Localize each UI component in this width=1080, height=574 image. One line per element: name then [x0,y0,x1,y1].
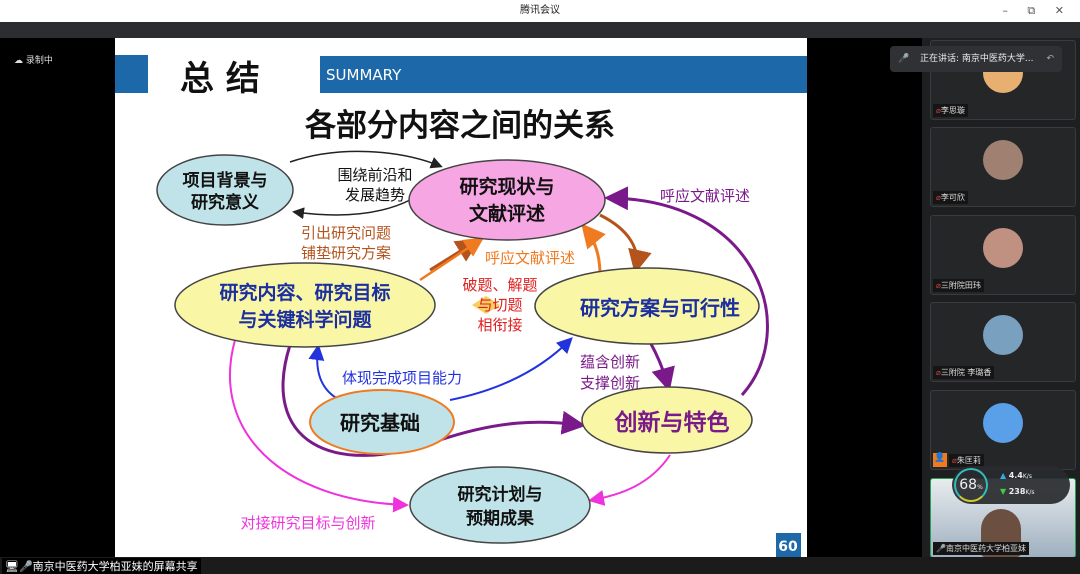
avatar [983,403,1023,443]
node-innovation: 创新与特色 [581,386,753,454]
arrow [581,223,606,276]
arrow [588,454,671,506]
participant-tile[interactable]: ⌀朱匡莉 👤 [930,390,1076,470]
label-ability: 体现完成项目能力 [342,369,462,387]
upload-unit: K/s [1022,473,1032,480]
label-bridge: 破题、解题 [462,276,537,294]
window-title: 腾讯会议 [520,5,560,16]
arrow [292,199,411,220]
title-accent [115,55,148,93]
svg-text:研究基础: 研究基础 [340,411,420,435]
toolbar [0,22,1080,38]
mic-muted-icon: ⌀ [936,193,941,202]
recording-indicator: ☁ 录制中 [14,53,53,66]
label-echo-review: 呼应文献评述 [485,249,575,267]
label-frontier: 围绕前沿和 [337,166,412,184]
page-number: 60 [778,539,798,555]
mic-muted-icon: 🎤 [898,54,910,64]
mic-muted-icon: ⌀ [936,368,941,377]
avatar [983,315,1023,355]
quality-unit: % [977,484,983,491]
svg-text:研究计划与: 研究计划与 [458,484,543,505]
speaking-label: 正在讲话: 南京中医药大学... [920,54,1034,64]
node-foundation: 研究基础 [309,389,455,455]
upload-icon: ▲ [1000,471,1007,480]
bottom-bar [0,557,1080,574]
label-support: 蕴含创新 [580,353,640,371]
collapse-icon[interactable]: ↶ [1046,54,1054,64]
mic-icon: 🎤 [18,560,33,573]
participant-tile[interactable]: ⌀三附院田玮 [930,215,1076,295]
network-stats[interactable]: 68% ▲ 4.4K/s ▼ 238K/s [952,466,1070,504]
label-lead: 铺垫研究方案 [301,244,391,262]
label-support: 支撑创新 [580,374,640,392]
speaking-indicator[interactable]: 🎤 正在讲话: 南京中医药大学... ↶ [890,46,1062,72]
label-bridge: 与切题 [477,296,522,314]
arrow [308,344,341,401]
svg-text:研究意义: 研究意义 [191,192,259,213]
svg-text:研究内容、研究目标: 研究内容、研究目标 [219,281,390,304]
svg-text:预期成果: 预期成果 [466,508,534,529]
arrow [449,337,573,401]
avatar [983,228,1023,268]
arrow [429,238,481,272]
label-frontier: 发展趋势 [345,186,405,204]
slide-title: 各部分内容之间的关系 [304,108,615,144]
arrow [648,341,675,392]
window-controls[interactable]: – ⧉ ✕ [1002,4,1072,17]
label-dock: 对接研究目标与创新 [240,514,375,532]
summary-banner [320,56,807,93]
arrow [229,339,409,513]
participant-name: 南京中医药大学柏亚妹 [945,544,1026,553]
quality-value: 68 [959,477,978,493]
svg-text:与关键科学问题: 与关键科学问题 [238,308,371,331]
download-unit: K/s [1025,489,1035,496]
arrow [604,186,769,396]
recording-label: 录制中 [25,56,53,66]
shared-slide: 总 结 SUMMARY 各部分内容之间的关系 项目背景与研究意义 研究现状与文献… [115,38,807,557]
svg-text:文献评述: 文献评述 [469,202,545,225]
arrow [419,237,485,282]
participant-tile[interactable]: ⌀三附院 李璐香 [930,302,1076,382]
arrow [599,213,652,274]
download-icon: ▼ [1000,487,1007,496]
mic-muted-icon: ⌀ [952,456,957,465]
upload-value: 4.4 [1008,471,1023,480]
svg-text:研究现状与: 研究现状与 [459,175,554,198]
svg-text:项目背景与: 项目背景与 [183,170,268,191]
banner-text: SUMMARY [326,66,402,84]
label-bridge: 相衔接 [477,316,522,334]
window-titlebar: 腾讯会议 – ⧉ ✕ [0,0,1080,22]
svg-text:创新与特色: 创新与特色 [614,409,730,436]
label-echo-review-2: 呼应文献评述 [660,187,750,205]
avatar [983,140,1023,180]
svg-text:研究方案与可行性: 研究方案与可行性 [580,296,740,320]
node-plan: 研究方案与可行性 [534,267,760,345]
bridge-marker [472,296,500,314]
mic-muted-icon: ⌀ [936,281,941,290]
mic-muted-icon: ⌀ [936,106,941,115]
participant-tile[interactable]: ⌀李可欣 [930,127,1076,207]
participant-panel[interactable]: ⌀李思璇 ⌀李可欣 ⌀三附院田玮 ⌀三附院 李璐香 ⌀朱匡莉👤 🎤南京中医药大学… [922,38,1080,558]
download-value: 238 [1008,487,1026,496]
slide-heading: 总 结 [180,59,260,99]
arrow [289,150,443,169]
screen-icon: 🖥 [5,560,19,573]
cloud-icon: ☁ [14,56,23,66]
screen-share-label: 🖥🎤南京中医药大学柏亚妹的屏幕共享 [2,558,201,574]
participant-name: 三附院 李璐香 [940,368,992,377]
screen-share-text: 南京中医药大学柏亚妹的屏幕共享 [32,560,198,573]
mic-icon: 🎤 [936,544,946,553]
label-lead: 引出研究问题 [301,224,391,242]
participant-name: 朱匡莉 [956,456,981,465]
page-number-box [776,533,801,557]
participant-name: 三附院田玮 [940,281,981,290]
participant-name: 李可欣 [940,193,965,202]
participant-name: 李思璇 [940,106,965,115]
host-icon: 👤 [933,453,947,467]
